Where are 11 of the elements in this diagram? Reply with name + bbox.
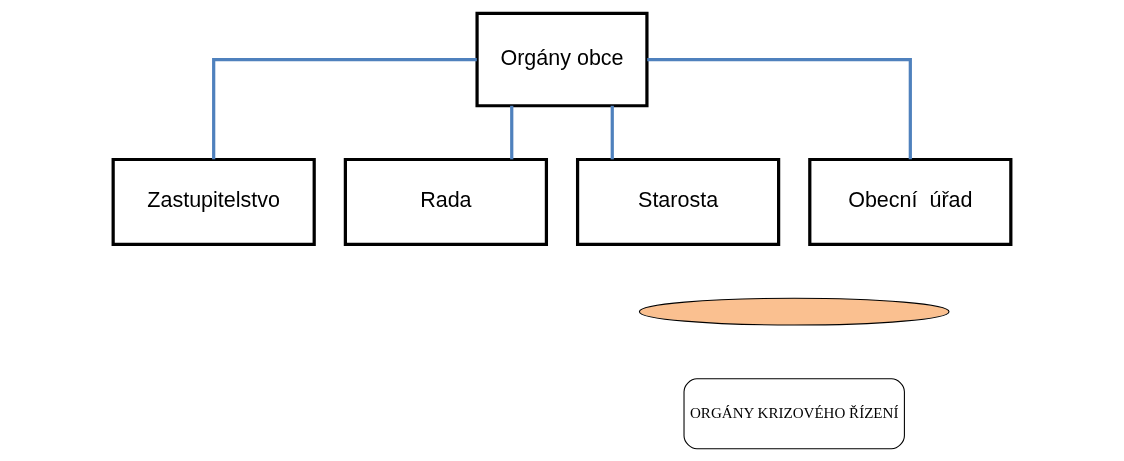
node-box: ORGÁNY KRIZOVÉHO ŘÍZENÍ [683, 377, 905, 449]
node-box: Orgány obce [475, 11, 649, 107]
connector [647, 57, 912, 159]
node-ellipse [638, 297, 950, 326]
node-box: Rada [343, 157, 549, 246]
node-box: Zastupitelstvo [111, 157, 316, 246]
connector [610, 105, 614, 159]
connector [510, 105, 514, 159]
node-box: Starosta [575, 157, 781, 246]
node-box: Obecní úřad [808, 157, 1013, 246]
connector [212, 57, 477, 159]
